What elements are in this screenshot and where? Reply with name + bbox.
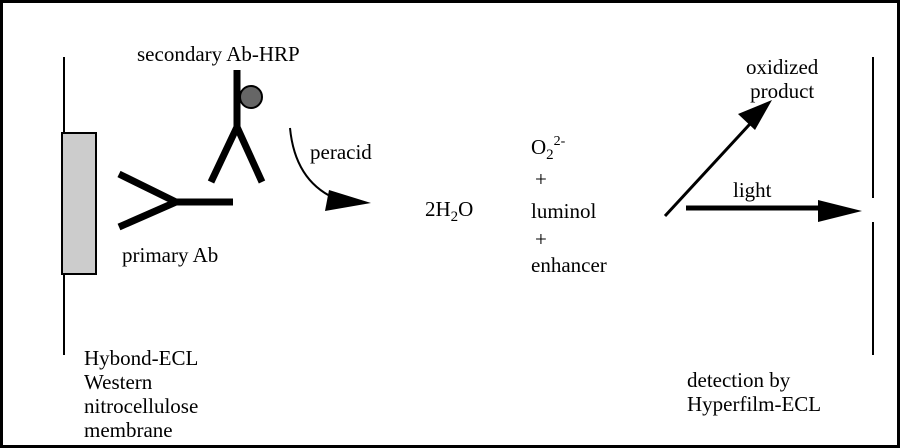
peracid-label: peracid [310, 140, 372, 164]
detection-label: detection by Hyperfilm-ECL [687, 368, 821, 416]
detection-line-2: Hyperfilm-ECL [687, 392, 822, 416]
primary-ab-label: primary Ab [122, 243, 219, 267]
oxidized-line-2: product [750, 79, 815, 103]
plus-sign-2: + [535, 227, 547, 251]
plus-sign-1: + [535, 167, 547, 191]
light-label: light [733, 178, 772, 202]
peroxide-oxygen: O [531, 135, 547, 159]
secondary-ab-label: secondary Ab-HRP [137, 42, 300, 66]
enhancer-label: enhancer [531, 253, 607, 277]
water-subscript: 2 [450, 209, 459, 225]
hrp-icon [239, 85, 263, 109]
peracid-arrow-curve [289, 127, 335, 199]
oxidized-product-label: oxidized product [746, 55, 818, 103]
secondary-antibody [207, 70, 266, 184]
primary-antibody [117, 170, 233, 231]
peroxide-subscript: 2 [546, 147, 554, 163]
peroxide-superscript: 2- [553, 134, 566, 149]
oxidized-line-1: oxidized [746, 55, 819, 79]
membrane-line-1: Hybond-ECL [84, 346, 199, 370]
water-coef: 2H [425, 197, 451, 221]
light-arrowhead [818, 200, 862, 222]
membrane-line-3: nitrocellulose [84, 394, 199, 418]
membrane-line-2: Western [84, 370, 153, 394]
membrane-line-4: membrane [84, 418, 173, 442]
luminol-label: luminol [531, 199, 597, 223]
membrane-label: Hybond-ECL Western nitrocellulose membra… [84, 346, 198, 442]
oxidized-arrowhead [738, 100, 772, 130]
membrane-block [61, 132, 97, 275]
detection-line-1: detection by [687, 368, 791, 392]
oxidized-arrow-line [663, 110, 763, 218]
peracid-arrowhead [325, 190, 371, 211]
water-oxygen: O [458, 197, 474, 221]
water-label: 2H2O [425, 197, 473, 229]
peroxide-label: O22- [531, 130, 565, 167]
